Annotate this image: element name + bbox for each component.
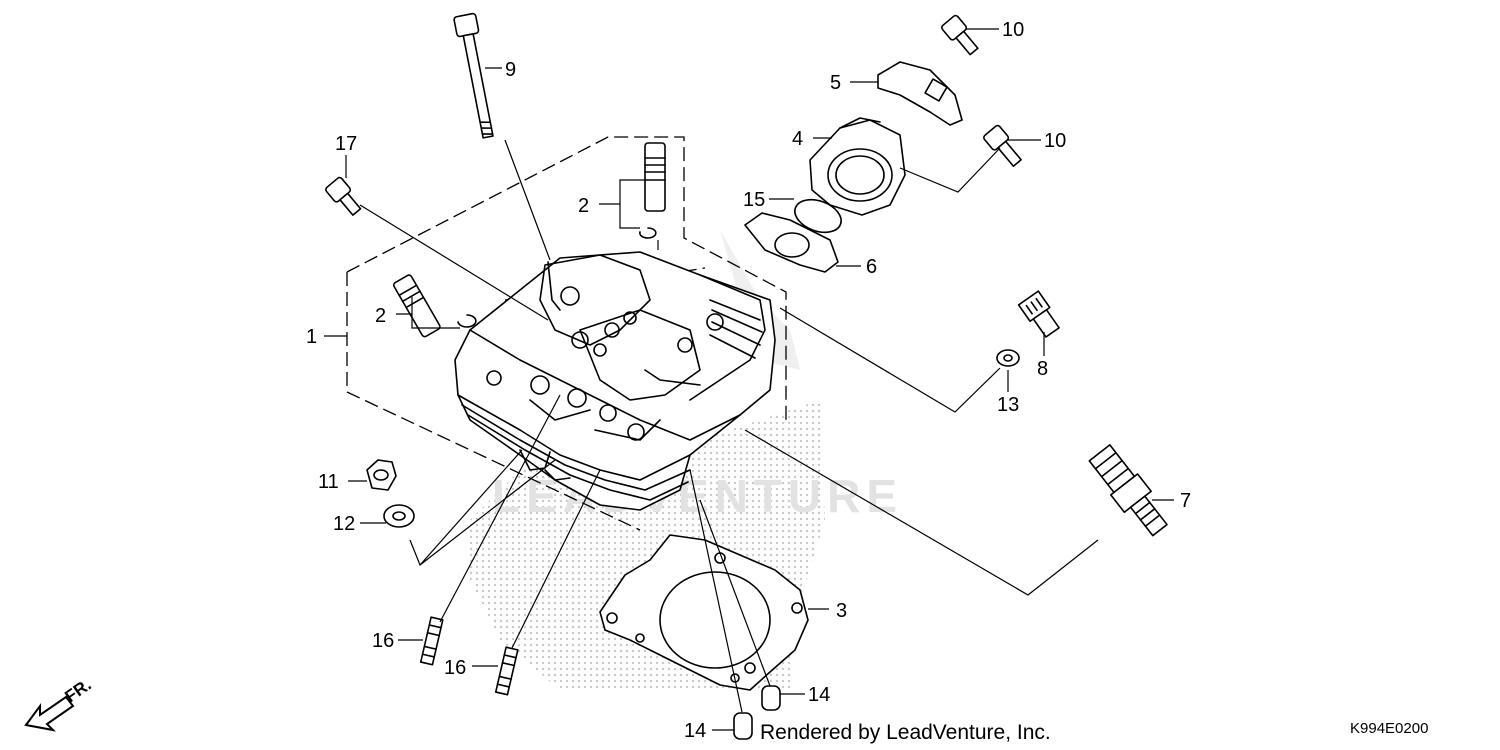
flange-bolt-upper (941, 14, 979, 56)
cylinder-head (454, 251, 776, 511)
credit-text: Rendered by LeadVenture, Inc. (760, 721, 1051, 744)
front-arrow-icon: FR. (24, 675, 95, 732)
o-ring (794, 198, 842, 234)
callout-5: 5 (830, 72, 841, 94)
callout-16-right: 16 (444, 657, 466, 679)
flange-nut (366, 459, 397, 491)
callout-10-lower: 10 (1044, 130, 1066, 152)
valve-guide-upper (639, 142, 666, 239)
callout-12: 12 (333, 513, 355, 535)
spark-plug (1088, 444, 1168, 537)
stud-bolt-b (494, 646, 519, 696)
valve-guide-lower (392, 274, 441, 338)
valve-guide-clip-lower (457, 314, 477, 328)
callout-17: 17 (335, 133, 357, 155)
long-bolt (453, 12, 494, 139)
callout-11: 11 (318, 471, 339, 493)
stud-bolt-a (419, 616, 444, 666)
callout-labels: 1 2 2 3 4 5 6 7 8 9 10 10 11 12 13 14 14… (306, 19, 1191, 742)
callout-4: 4 (792, 128, 803, 150)
dowel-pin-b (733, 712, 753, 740)
head-gasket (599, 534, 809, 691)
callout-3: 3 (836, 600, 847, 622)
callout-16-left: 16 (372, 630, 394, 652)
callout-9: 9 (505, 59, 516, 81)
callout-10-upper: 10 (1002, 19, 1024, 41)
callout-2-lower: 2 (375, 305, 386, 327)
insulator-band (877, 61, 963, 126)
diagram-code: K994E0200 (1350, 720, 1428, 737)
carburetor-insulator (809, 117, 906, 216)
insulator-gasket (744, 212, 839, 273)
washer (383, 504, 415, 528)
callout-15: 15 (743, 189, 765, 211)
dowel-pin-a (761, 685, 781, 711)
callout-14-left: 14 (684, 720, 706, 742)
callout-2-upper: 2 (578, 195, 589, 217)
sealing-washer (996, 349, 1020, 367)
callout-1: 1 (306, 326, 317, 348)
callout-13: 13 (997, 394, 1019, 416)
small-bolt (325, 176, 362, 216)
temperature-sensor (1017, 290, 1060, 338)
callout-7: 7 (1180, 490, 1191, 512)
flange-bolt-lower (983, 124, 1022, 167)
callout-6: 6 (866, 256, 877, 278)
callout-14-right: 14 (808, 684, 830, 706)
callout-8: 8 (1037, 358, 1048, 380)
leader-lines (324, 28, 1174, 731)
